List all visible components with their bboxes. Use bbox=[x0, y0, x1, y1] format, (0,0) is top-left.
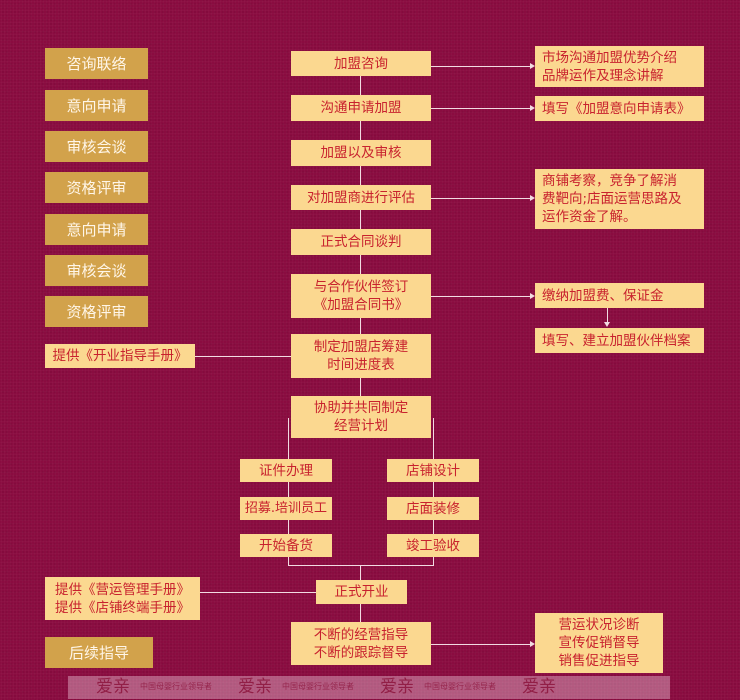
step-schedule: 制定加盟店筹建 时间进度表 bbox=[291, 334, 431, 378]
step-review: 加盟以及审核 bbox=[291, 140, 431, 166]
watermark-tagline: 中国母婴行业领导者 bbox=[282, 682, 354, 691]
note-evaluation: 商铺考察，竞争了解消 费靶向;店面运营思路及 运作资金了解。 bbox=[535, 169, 704, 229]
arrow-right-icon bbox=[530, 641, 535, 647]
step-evaluate: 对加盟商进行评估 bbox=[291, 185, 431, 210]
note-consult: 市场沟通加盟优势介绍 品牌运作及理念讲解 bbox=[535, 46, 704, 87]
arrow-down-icon bbox=[604, 322, 610, 327]
watermark-tagline: 中国母婴行业领导者 bbox=[424, 682, 496, 691]
branch-right-step: 竣工验收 bbox=[387, 534, 479, 557]
watermark-logo: 爱亲 bbox=[522, 677, 556, 697]
watermark-logo: 爱亲 bbox=[238, 677, 272, 697]
connector bbox=[431, 108, 531, 109]
step-ongoing-guidance: 不断的经营指导 不断的跟踪督导 bbox=[291, 622, 431, 665]
step-consult: 加盟咨询 bbox=[291, 51, 431, 76]
note-partner-file: 填写、建立加盟伙伴档案 bbox=[535, 328, 704, 353]
follow-up-label: 后续指导 bbox=[45, 637, 153, 668]
step-negotiate: 正式合同谈判 bbox=[291, 229, 431, 255]
arrow-right-icon bbox=[530, 105, 535, 111]
stage-label: 意向申请 bbox=[45, 90, 148, 121]
connector bbox=[431, 296, 531, 297]
arrow-right-icon bbox=[530, 195, 535, 201]
connector bbox=[200, 592, 316, 593]
stage-label: 审核会谈 bbox=[45, 131, 148, 162]
stage-label: 意向申请 bbox=[45, 214, 148, 245]
connector bbox=[433, 557, 434, 565]
watermark-logo: 爱亲 bbox=[96, 677, 130, 697]
operation-manuals-note: 提供《营运管理手册》 提供《店铺终端手册》 bbox=[45, 577, 200, 620]
branch-right-line bbox=[433, 418, 434, 558]
connector bbox=[288, 557, 289, 565]
branch-left-step: 招募.培训员工 bbox=[240, 497, 332, 520]
connector bbox=[431, 66, 531, 67]
merge-line bbox=[288, 565, 434, 566]
step-business-plan: 协助并共同制定 经营计划 bbox=[291, 396, 431, 438]
branch-left-line bbox=[288, 418, 289, 558]
note-application-form: 填写《加盟意向申请表》 bbox=[535, 96, 704, 121]
step-opening: 正式开业 bbox=[316, 580, 407, 604]
branch-left-step: 证件办理 bbox=[240, 459, 332, 482]
note-ongoing-support: 营运状况诊断 宣传促销督导 销售促进指导 bbox=[535, 613, 663, 673]
arrow-right-icon bbox=[530, 63, 535, 69]
arrow-right-icon bbox=[530, 293, 535, 299]
stage-label: 审核会谈 bbox=[45, 255, 148, 286]
stage-label: 资格评审 bbox=[45, 296, 148, 327]
connector bbox=[431, 198, 531, 199]
watermark-tagline: 中国母婴行业领导者 bbox=[140, 682, 212, 691]
watermark-band: 爱亲 中国母婴行业领导者 爱亲 中国母婴行业领导者 爱亲 中国母婴行业领导者 爱… bbox=[68, 676, 670, 699]
step-apply: 沟通申请加盟 bbox=[291, 95, 431, 121]
connector bbox=[195, 356, 291, 357]
stage-label: 资格评审 bbox=[45, 172, 148, 203]
branch-right-step: 店铺设计 bbox=[387, 459, 479, 482]
step-sign-contract: 与合作伙伴签订 《加盟合同书》 bbox=[291, 274, 431, 318]
stage-label: 咨询联络 bbox=[45, 48, 148, 79]
note-fees: 缴纳加盟费、保证金 bbox=[535, 283, 704, 308]
connector bbox=[607, 308, 608, 324]
connector bbox=[431, 644, 531, 645]
watermark-logo: 爱亲 bbox=[380, 677, 414, 697]
opening-manual-note: 提供《开业指导手册》 bbox=[45, 344, 195, 368]
branch-left-step: 开始备货 bbox=[240, 534, 332, 557]
branch-right-step: 店面装修 bbox=[387, 497, 479, 520]
